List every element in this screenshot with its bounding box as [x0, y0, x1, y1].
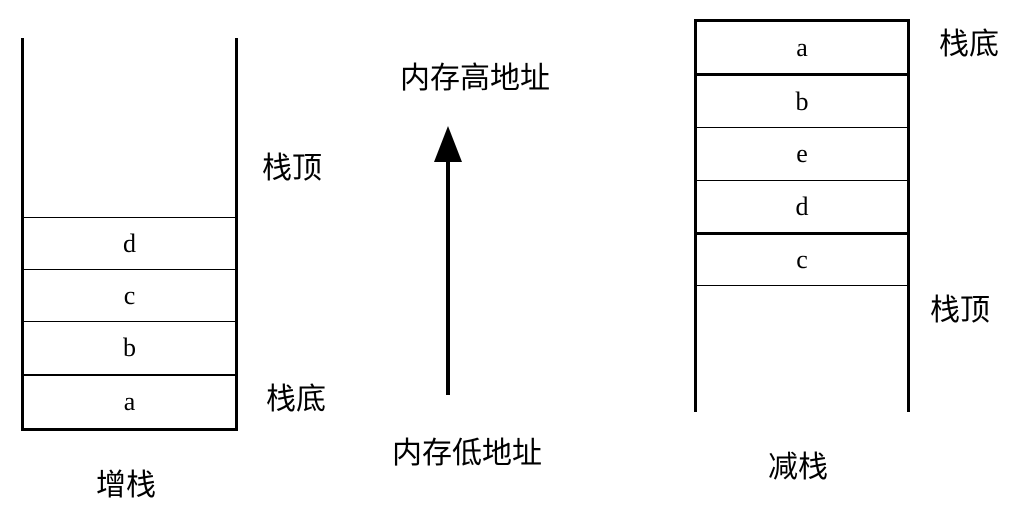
right-stack-cell: d — [795, 191, 809, 221]
right-stack-cell: c — [796, 245, 808, 274]
memory-low-address-label: 内存低地址 — [392, 436, 542, 471]
left-stack-divider — [21, 217, 238, 218]
right-stack-right-wall — [907, 19, 910, 412]
left-stack-caption: 增栈 — [96, 468, 156, 503]
right-stack-bottom-label: 栈底 — [939, 27, 999, 62]
right-stack-divider — [694, 232, 910, 235]
left-stack-cell: d — [123, 228, 136, 258]
left-stack-divider — [21, 269, 238, 270]
right-stack-caption: 减栈 — [768, 450, 828, 485]
right-stack-left-wall — [694, 19, 697, 412]
memory-high-address-label: 内存高地址 — [400, 61, 550, 96]
right-stack-cell: a — [796, 32, 808, 62]
left-stack-divider — [21, 321, 238, 322]
left-stack-floor — [21, 428, 238, 431]
right-stack-ceiling — [694, 19, 910, 22]
up-arrow-icon — [434, 126, 462, 395]
left-stack-cell: a — [123, 387, 136, 416]
right-stack-top-label: 栈顶 — [930, 293, 990, 328]
left-stack-right-wall — [235, 38, 238, 431]
left-stack-divider — [21, 374, 238, 376]
left-stack-top-label: 栈顶 — [262, 151, 322, 186]
right-stack-divider — [694, 285, 910, 286]
right-stack-divider — [694, 180, 910, 181]
left-stack-bottom-label: 栈底 — [266, 382, 326, 417]
left-stack-cell: c — [123, 280, 136, 310]
left-stack-left-wall — [21, 38, 24, 431]
right-stack-divider — [694, 73, 910, 76]
left-stack-cell: b — [123, 333, 136, 362]
right-stack-cell: b — [795, 86, 809, 116]
right-stack-cell: e — [796, 139, 808, 168]
right-stack-divider — [694, 127, 910, 128]
